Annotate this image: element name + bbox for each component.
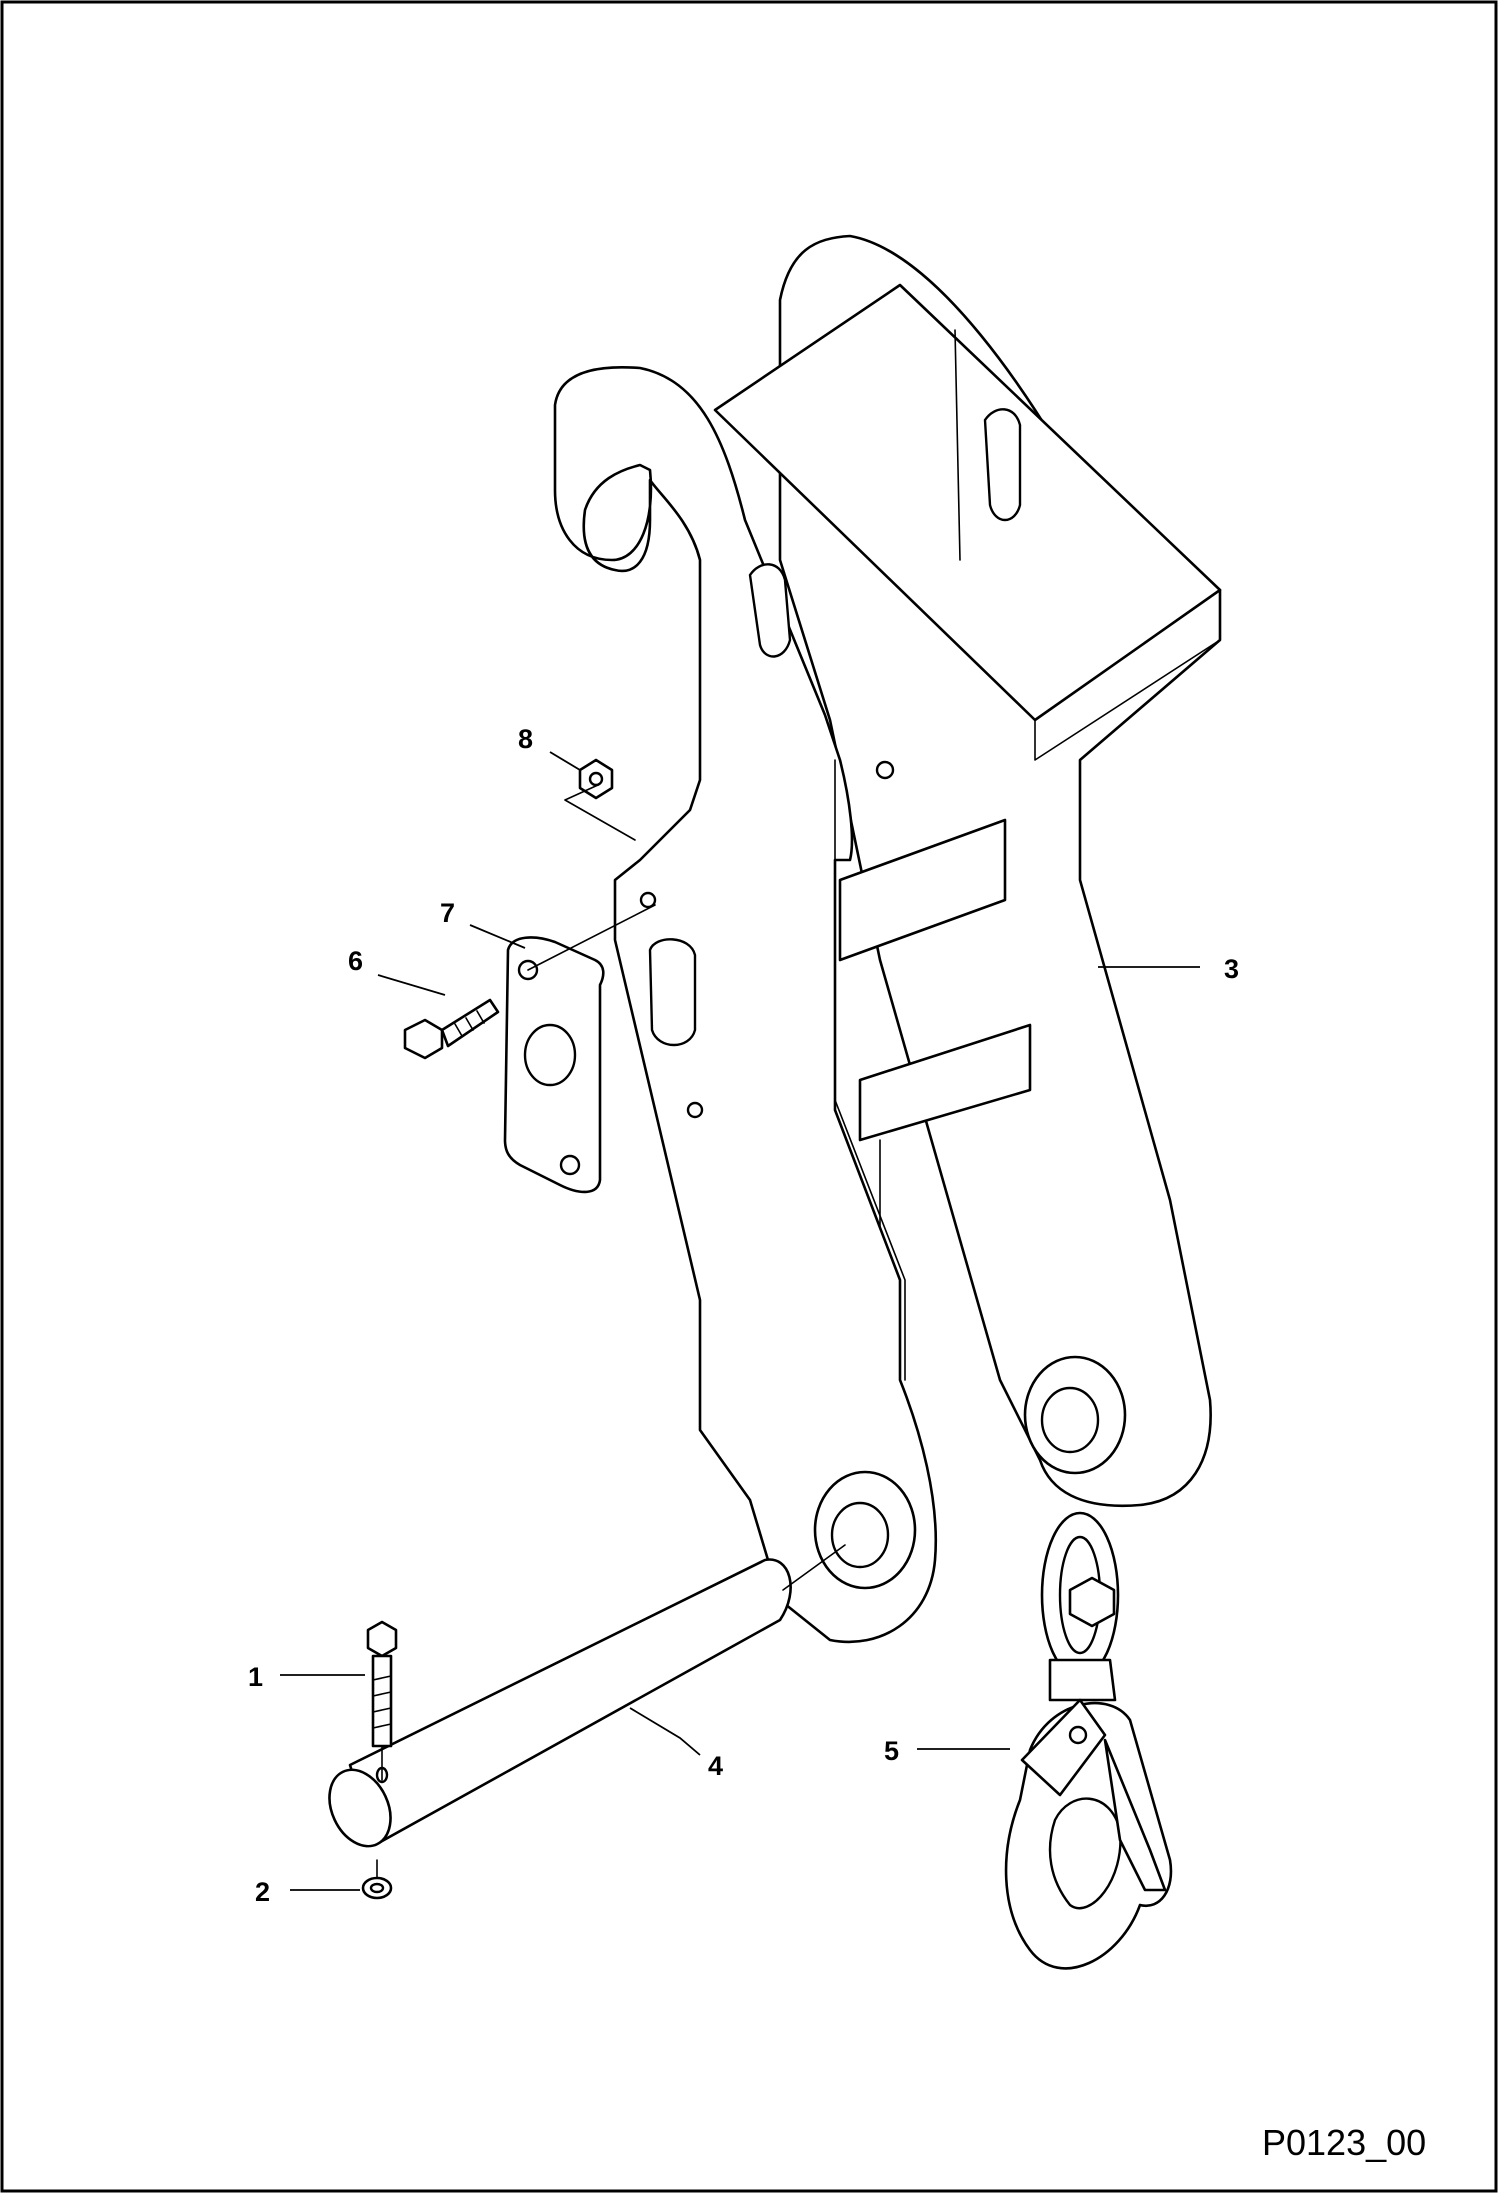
callout-1: 1 — [248, 1662, 263, 1692]
nut-top — [564, 758, 636, 841]
bracket-mid-crossbar — [838, 818, 1007, 962]
bolt-side — [403, 998, 500, 1060]
callout-4: 4 — [708, 1751, 723, 1781]
bracket-front-plate — [553, 365, 937, 1644]
slot-hole-mid — [648, 938, 697, 1047]
callouts: 1 2 3 4 5 6 7 8 — [248, 724, 1239, 1907]
callout-2: 2 — [255, 1877, 270, 1907]
lift-bracket — [553, 234, 1222, 1644]
bracket-top-crossbar — [713, 283, 1222, 722]
swivel-hook — [1004, 1511, 1173, 1970]
slot-hole-upper — [748, 563, 792, 658]
slot-hole-rear — [983, 408, 1022, 522]
callout-7: 7 — [440, 898, 455, 928]
callout-6: 6 — [348, 946, 363, 976]
bolt-vertical — [366, 1620, 398, 1781]
pin — [328, 1544, 846, 1848]
callout-3: 3 — [1224, 954, 1239, 984]
mounting-plate — [503, 904, 656, 1194]
callout-5: 5 — [884, 1736, 899, 1766]
nut-bottom — [361, 1859, 393, 1900]
drawing-id: P0123_00 — [1262, 2122, 1426, 2163]
callout-8: 8 — [518, 724, 533, 754]
